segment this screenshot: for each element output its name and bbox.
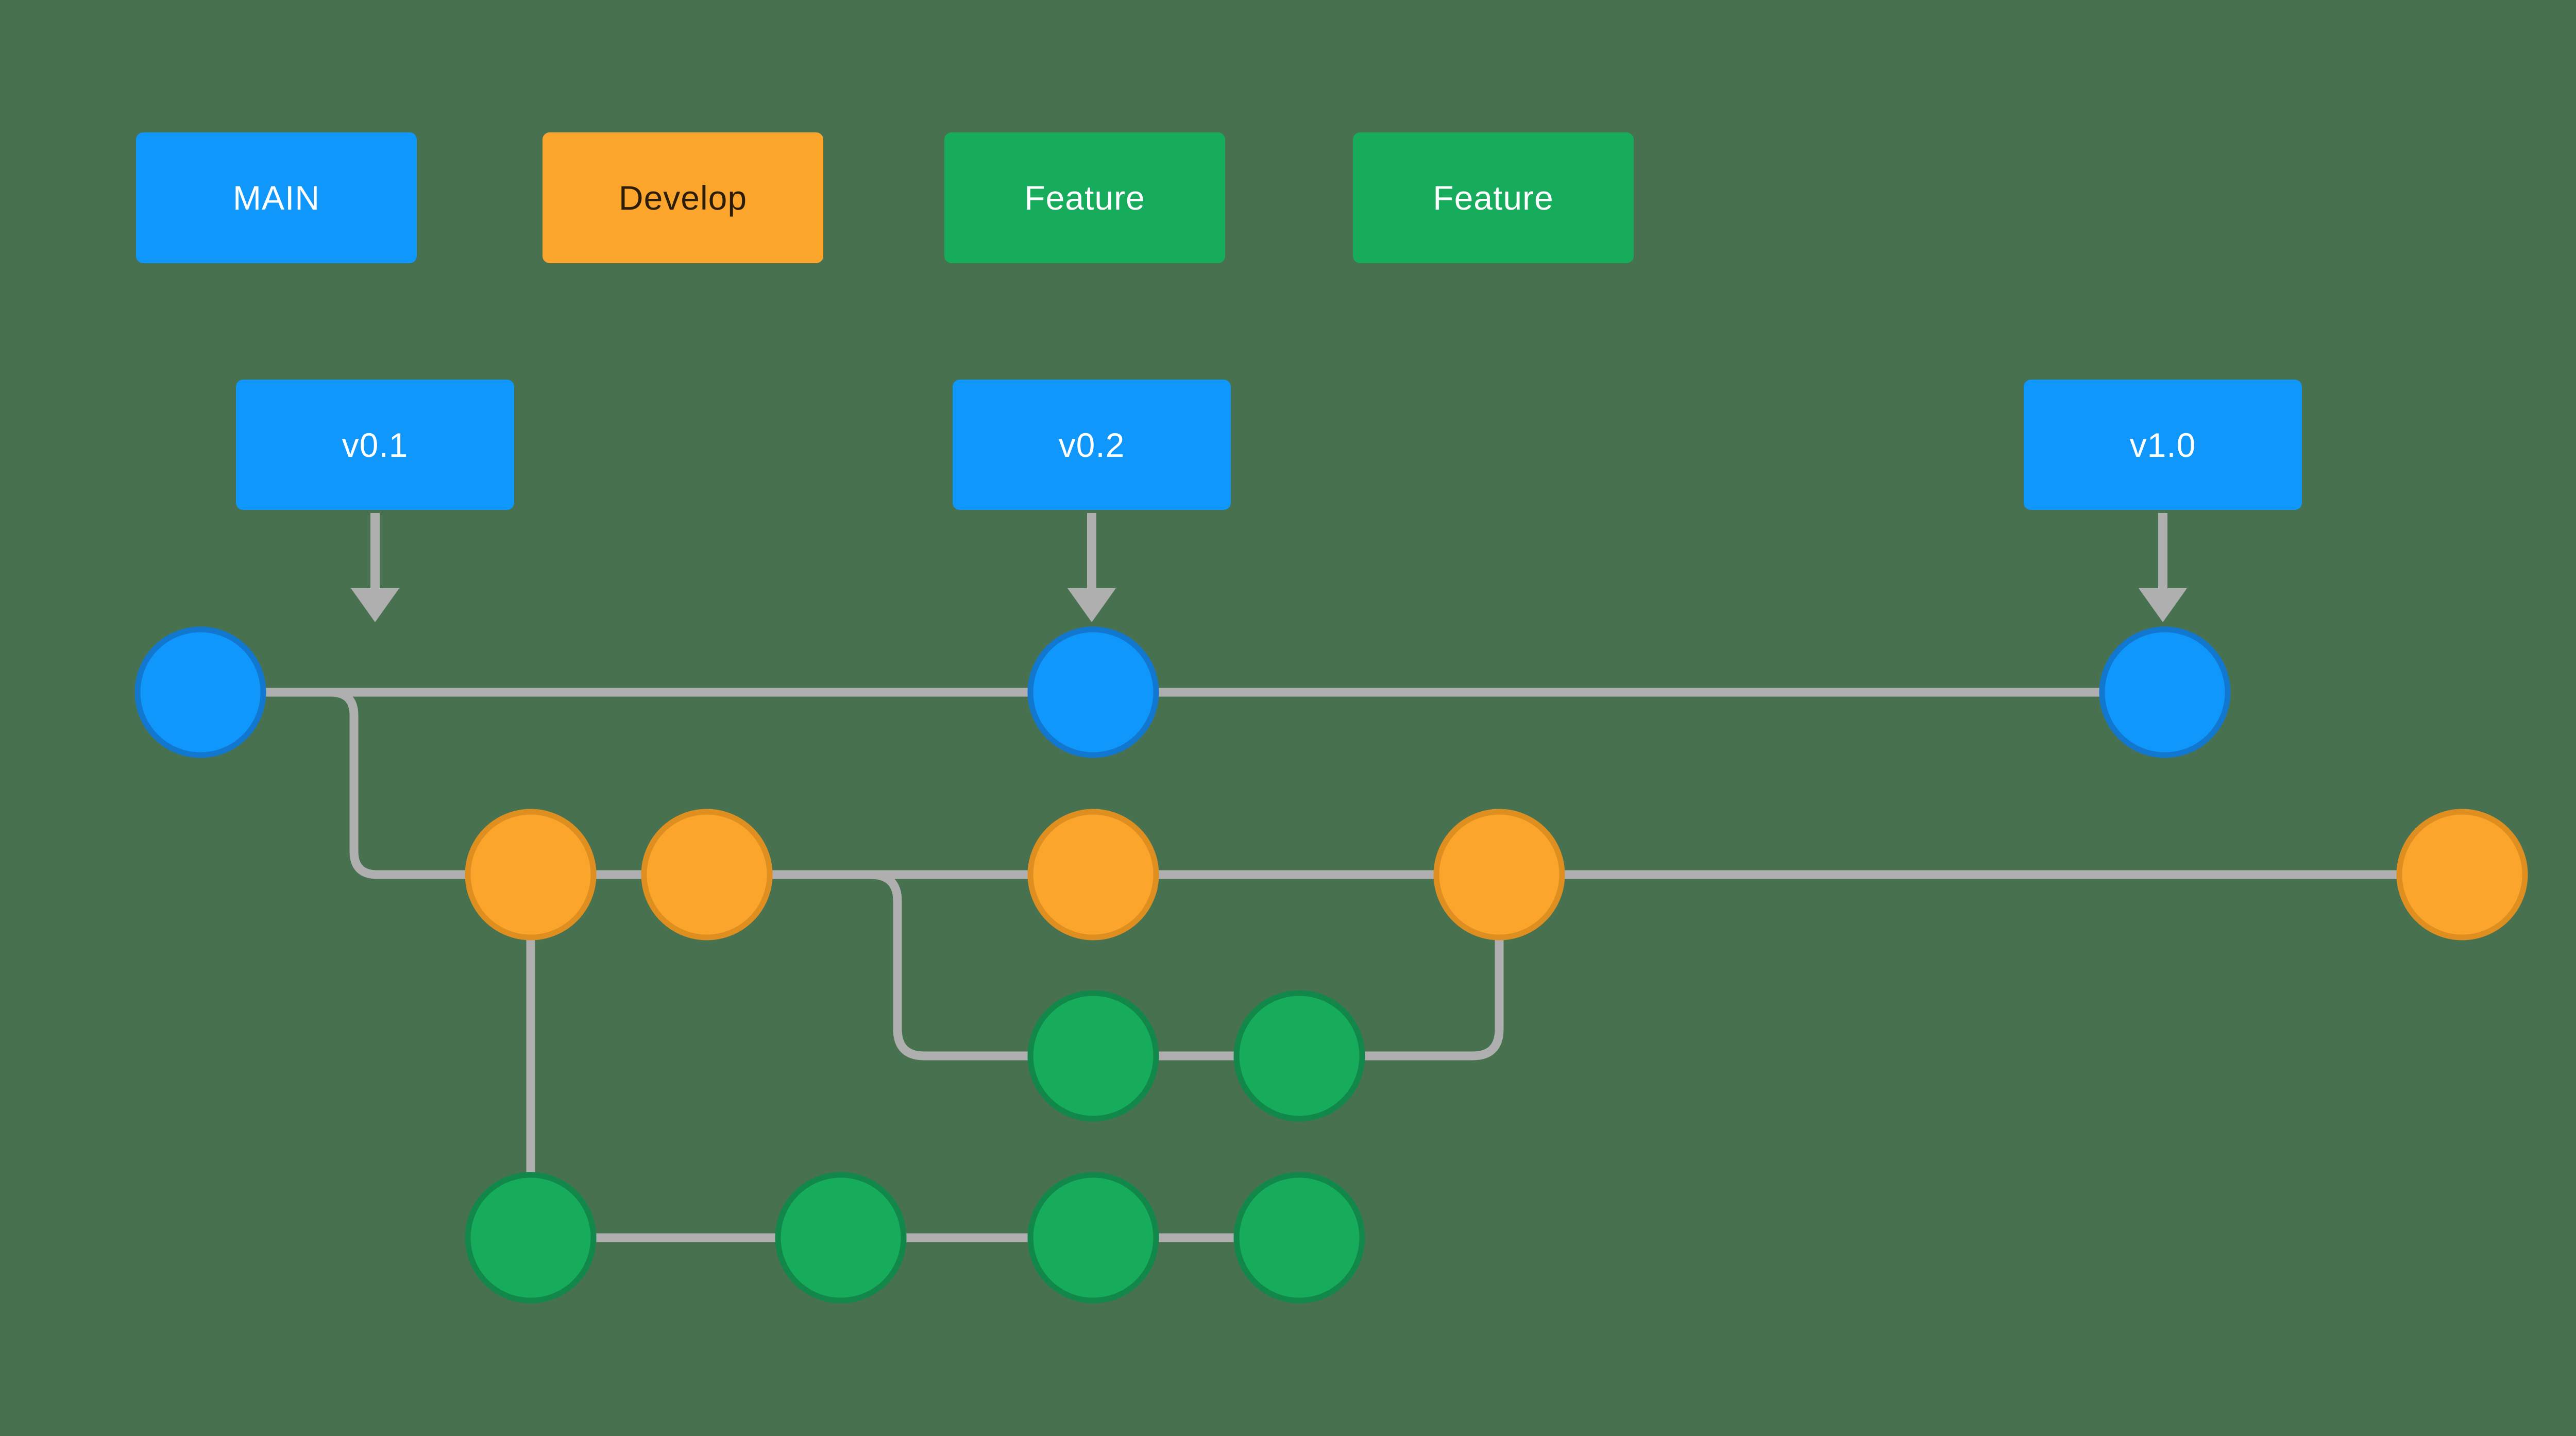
commit-node-main-1 xyxy=(1027,626,1159,758)
commit-node-feature-2-2 xyxy=(1027,1172,1159,1304)
commit-node-feature-2-0 xyxy=(465,1172,597,1304)
tag-v1.0-label: v1.0 xyxy=(2129,425,2196,464)
legend-feature-2-label: Feature xyxy=(1433,179,1554,217)
develop-branch-line xyxy=(314,688,2462,879)
legend-develop-label: Develop xyxy=(618,179,748,217)
tag-arrow-head-2 xyxy=(2139,588,2187,622)
tag-v0.1-label: v0.1 xyxy=(342,425,409,464)
commit-node-develop-1 xyxy=(641,809,773,941)
tag-arrow-stem-1 xyxy=(1087,513,1096,591)
tag-arrow-head-0 xyxy=(351,588,399,622)
commit-node-develop-3 xyxy=(1433,809,1565,941)
commit-node-develop-0 xyxy=(465,809,597,941)
tag-v0.2-label: v0.2 xyxy=(1058,425,1125,464)
legend-develop: Develop xyxy=(543,132,823,263)
commit-node-feature-2-1 xyxy=(775,1172,907,1304)
legend-feature-2: Feature xyxy=(1353,132,1634,263)
tag-v1.0: v1.0 xyxy=(2024,380,2302,510)
tag-arrow-stem-0 xyxy=(370,513,380,591)
commit-node-develop-4 xyxy=(2396,809,2528,941)
feature-1-branch-line xyxy=(866,870,1504,1061)
commit-node-main-0 xyxy=(134,626,266,758)
commit-node-feature-1-1 xyxy=(1233,990,1365,1122)
commit-node-main-2 xyxy=(2099,626,2231,758)
commit-node-feature-1-0 xyxy=(1027,990,1159,1122)
legend-feature-1-label: Feature xyxy=(1024,179,1145,217)
tag-v0.1: v0.1 xyxy=(236,380,514,510)
tag-arrow-stem-2 xyxy=(2158,513,2167,591)
tag-v0.2: v0.2 xyxy=(953,380,1231,510)
commit-node-feature-2-3 xyxy=(1233,1172,1365,1304)
commit-node-develop-2 xyxy=(1027,809,1159,941)
tag-arrow-head-1 xyxy=(1067,588,1116,622)
legend-feature-1: Feature xyxy=(944,132,1225,263)
legend-main-label: MAIN xyxy=(233,179,320,217)
legend-main: MAIN xyxy=(136,132,417,263)
